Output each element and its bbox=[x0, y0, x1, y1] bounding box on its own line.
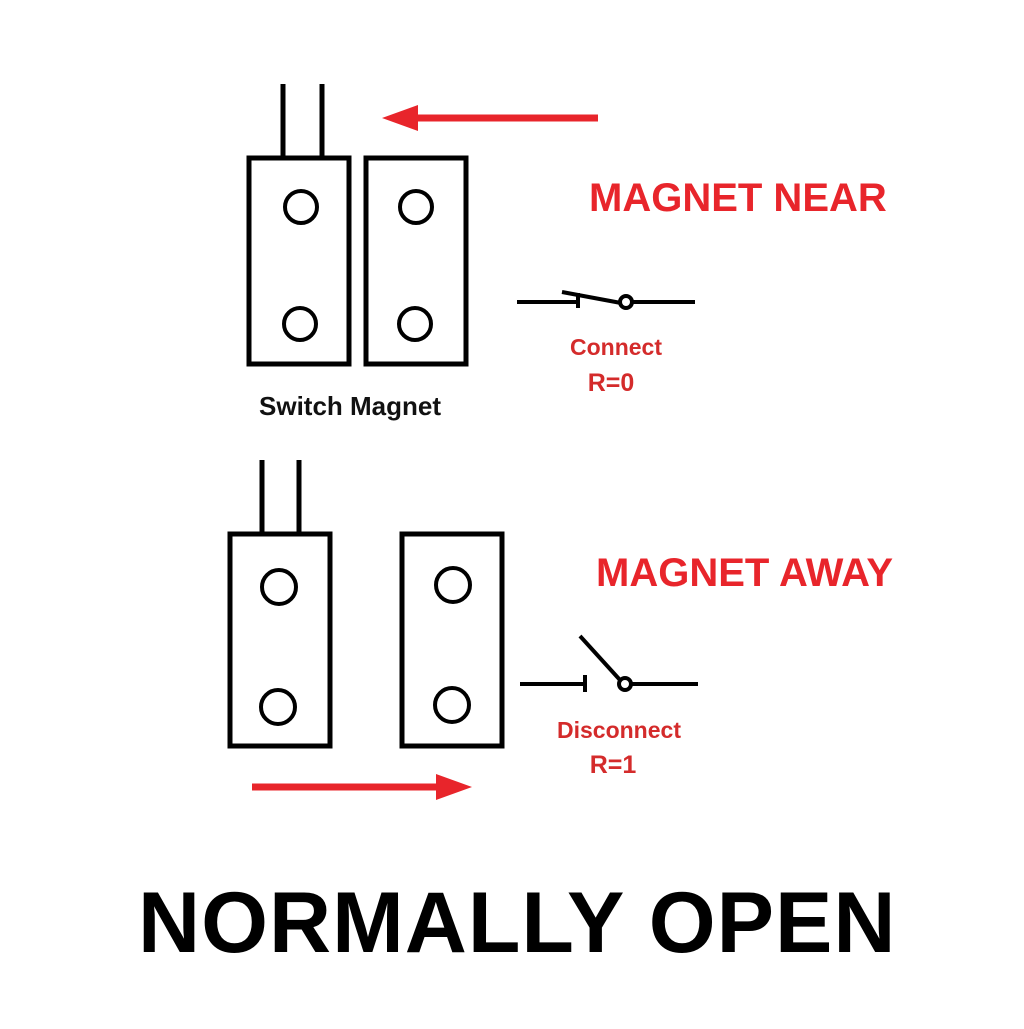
page-title: NORMALLY OPEN bbox=[138, 875, 897, 971]
arrow-left-icon bbox=[382, 105, 598, 131]
mounting-hole-icon bbox=[397, 306, 433, 342]
away-state-label: Disconnect bbox=[557, 717, 681, 743]
near-state-label: Connect bbox=[570, 334, 662, 360]
near-state-group bbox=[246, 84, 695, 367]
mounting-hole-icon bbox=[283, 189, 319, 225]
away-heading: MAGNET AWAY bbox=[596, 551, 894, 595]
arrow-right-icon bbox=[252, 774, 472, 800]
near-resistance-label: R=0 bbox=[587, 369, 635, 397]
mounting-hole-icon bbox=[260, 568, 298, 606]
near-heading: MAGNET NEAR bbox=[589, 176, 887, 220]
mounting-hole-icon bbox=[433, 686, 471, 724]
mounting-hole-icon bbox=[398, 189, 434, 225]
near-magnet-body bbox=[363, 155, 469, 367]
away-switch-body bbox=[227, 531, 333, 749]
away-resistance-label: R=1 bbox=[589, 751, 637, 779]
closed-switch-icon bbox=[517, 290, 695, 310]
open-switch-icon bbox=[520, 634, 698, 692]
away-state-group bbox=[227, 460, 698, 800]
mounting-hole-icon bbox=[434, 566, 472, 604]
away-switch-wires bbox=[259, 460, 302, 534]
near-switch-wires bbox=[280, 84, 325, 158]
component-label: Switch Magnet bbox=[259, 391, 442, 421]
away-magnet-body bbox=[399, 531, 505, 749]
mounting-hole-icon bbox=[282, 306, 318, 342]
mounting-hole-icon bbox=[259, 688, 297, 726]
near-switch-body bbox=[246, 155, 352, 367]
